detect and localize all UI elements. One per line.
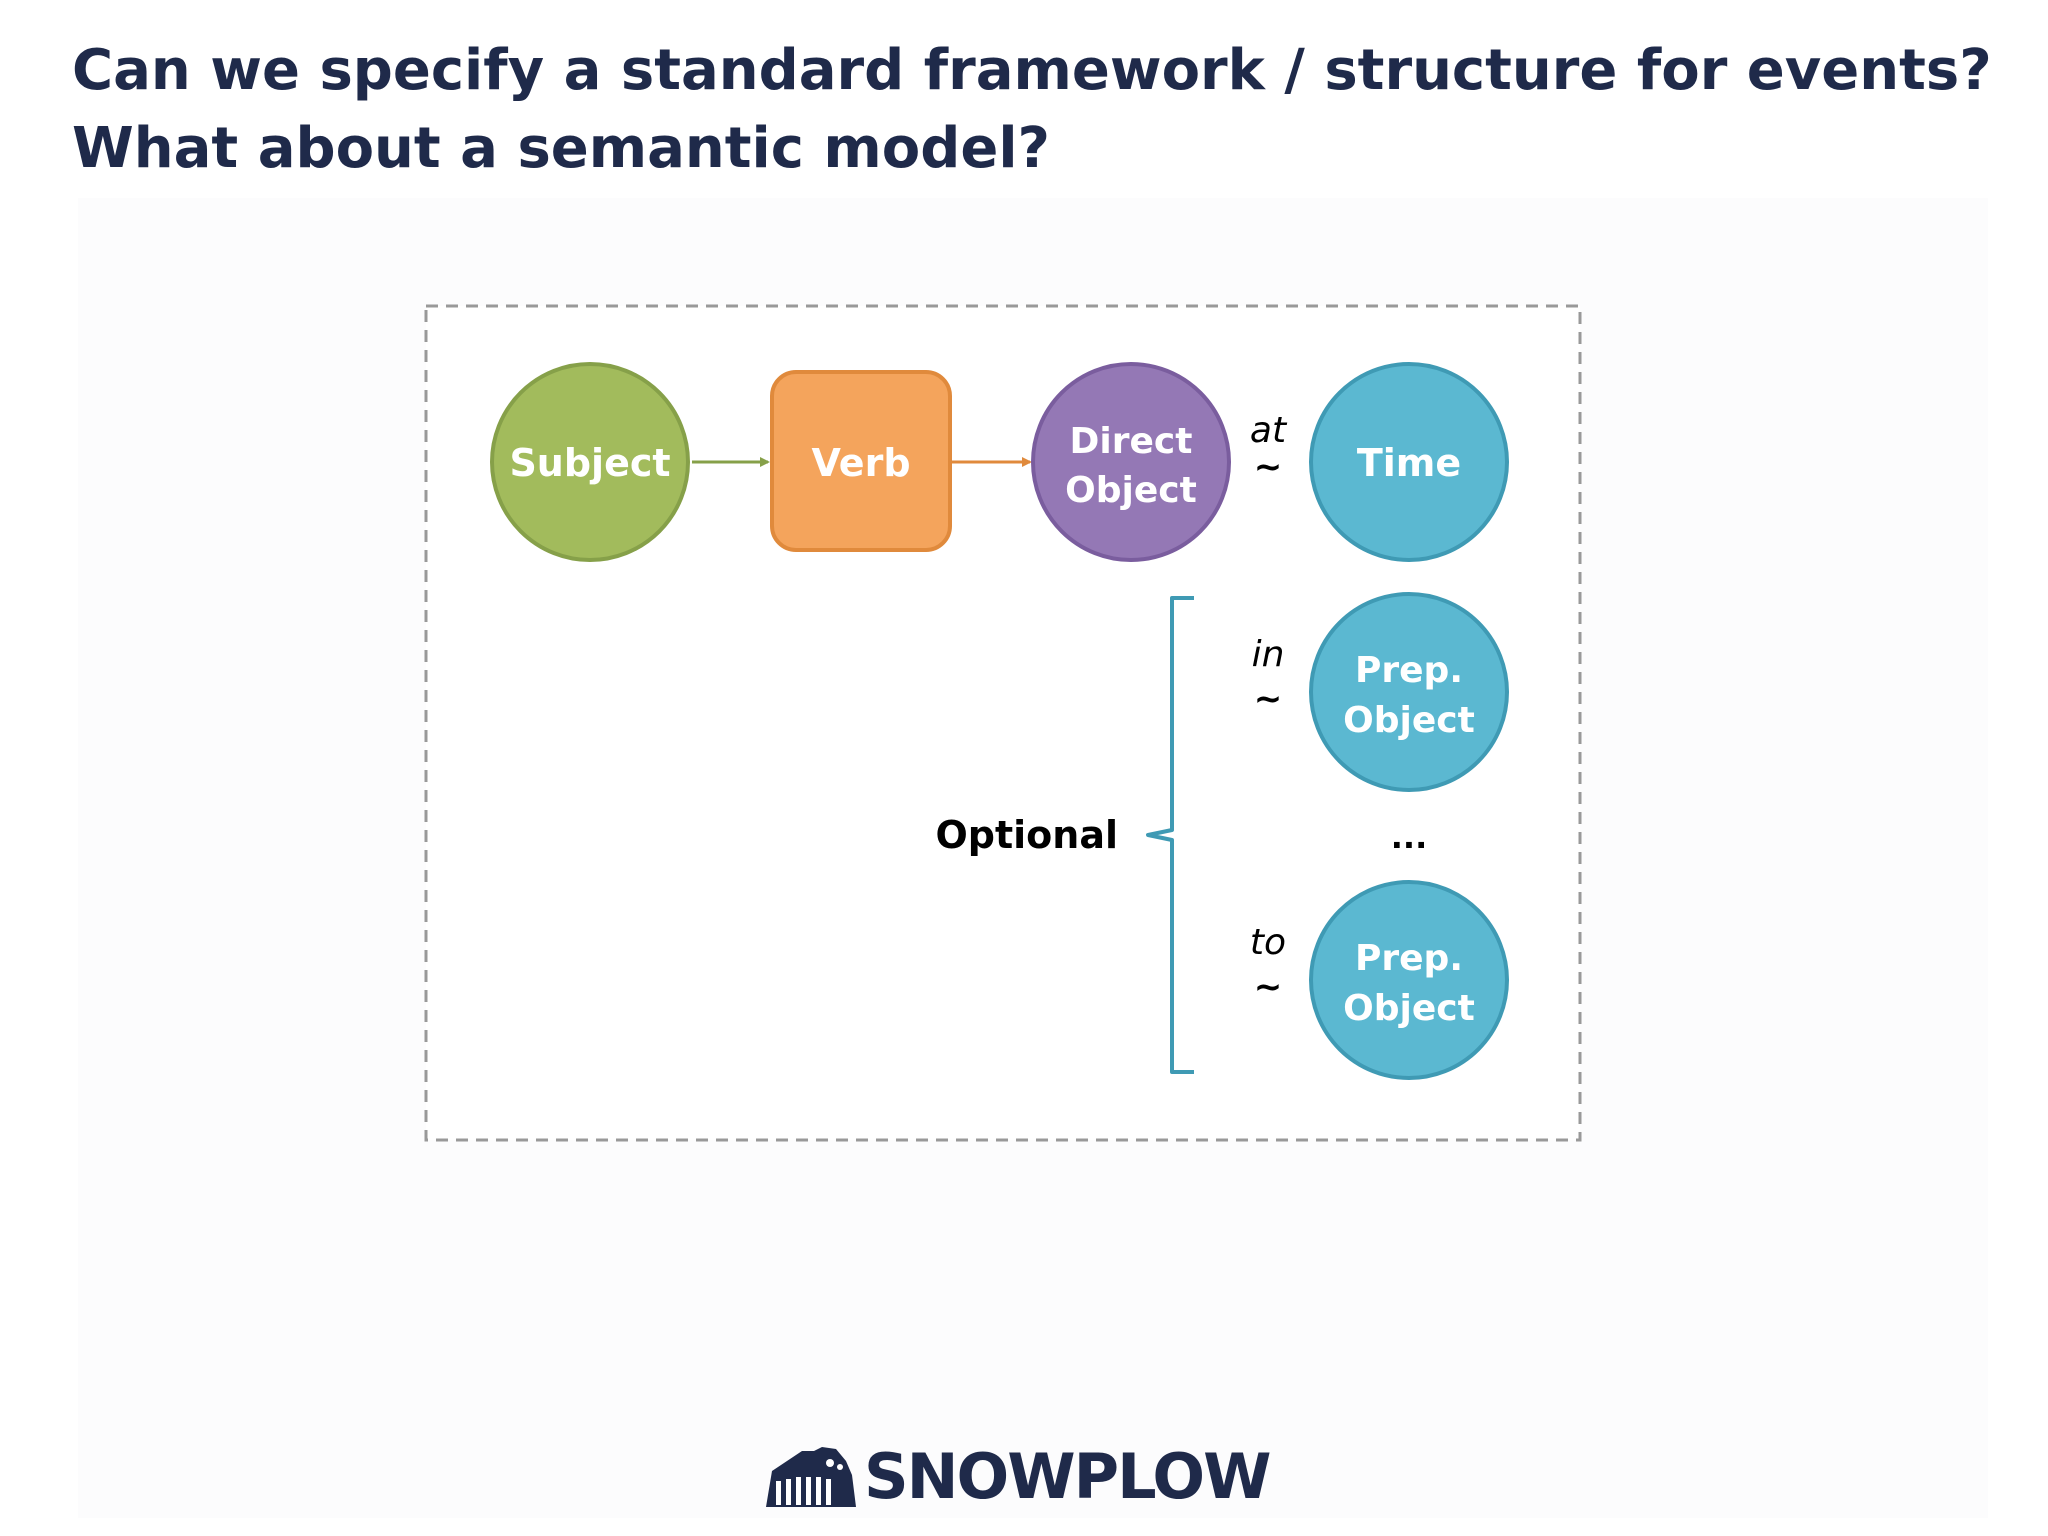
prep-object-2-label-line-2: Object (1343, 988, 1475, 1029)
tilde-to: ~ (1254, 967, 1283, 1007)
tilde-in: ~ (1254, 679, 1283, 719)
snowplow-logo: SNOWPLOW (762, 1436, 1271, 1516)
time-node (1309, 362, 1509, 562)
preposition-to: to (1250, 922, 1286, 963)
optional-label: Optional (935, 813, 1118, 857)
direct-object-label-line-1: Direct (1070, 421, 1193, 462)
prep-object-1-label-line-2: Object (1343, 700, 1475, 741)
logo-text: SNOWPLOW (864, 1439, 1271, 1513)
snowplow-train-icon (766, 1447, 856, 1507)
tilde-at: ~ (1254, 447, 1283, 487)
title-line-2: What about a semantic model? (72, 116, 1051, 181)
direct-object-label-line-2: Object (1065, 470, 1197, 511)
prep-object-node-2 (1309, 880, 1509, 1080)
ellipsis: ... (1391, 818, 1427, 856)
prep-object-node-1 (1309, 592, 1509, 792)
verb-node (770, 370, 952, 552)
title-line-1: Can we specify a standard framework / st… (72, 38, 1992, 103)
preposition-at: at (1250, 410, 1288, 451)
subject-label: Subject (509, 441, 670, 485)
preposition-in: in (1252, 634, 1285, 675)
optional-bracket (1146, 596, 1194, 1074)
page-title: Can we specify a standard framework / st… (72, 32, 1992, 188)
direct-object-node (1031, 362, 1231, 562)
time-label: Time (1357, 441, 1461, 485)
prep-object-1-label-line-1: Prep. (1355, 650, 1463, 691)
verb-label: Verb (811, 441, 910, 485)
subject-node (490, 362, 690, 562)
prep-object-2-label-line-1: Prep. (1355, 938, 1463, 979)
